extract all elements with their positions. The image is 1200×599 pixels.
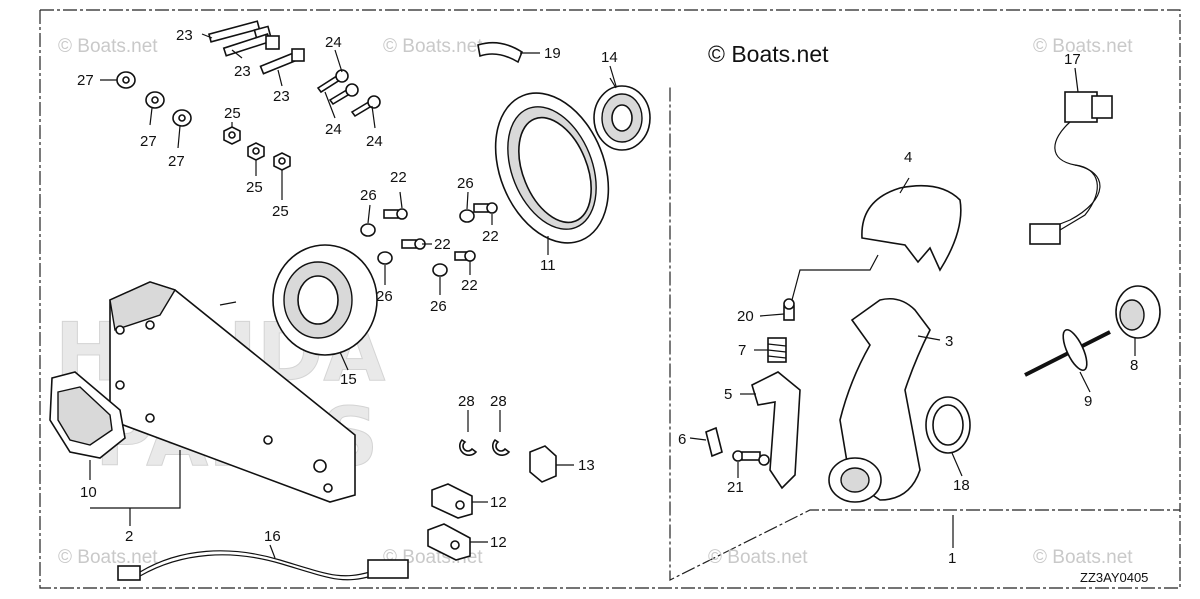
watermark: © Boats.net <box>383 36 483 57</box>
callout-15[interactable]: 15 <box>340 371 357 388</box>
screw-22-a[interactable] <box>383 208 408 220</box>
callout-25[interactable]: 25 <box>246 179 263 196</box>
callout-10[interactable]: 10 <box>80 484 97 501</box>
callout-26[interactable]: 26 <box>457 175 474 192</box>
bolt-23-c[interactable] <box>259 48 305 75</box>
callout-22[interactable]: 22 <box>482 228 499 245</box>
nut-25-b[interactable] <box>247 142 265 161</box>
cap-8[interactable] <box>1115 285 1161 339</box>
callout-18[interactable]: 18 <box>953 477 970 494</box>
callout-12[interactable]: 12 <box>490 534 507 551</box>
clip-19[interactable] <box>477 41 523 64</box>
callout-7[interactable]: 7 <box>738 342 746 359</box>
lever-5[interactable] <box>751 371 801 490</box>
washer-26-b[interactable] <box>377 251 393 265</box>
callout-23[interactable]: 23 <box>176 27 193 44</box>
callout-17[interactable]: 17 <box>1064 51 1081 68</box>
callout-25[interactable]: 25 <box>224 105 241 122</box>
screw-21[interactable] <box>732 450 770 466</box>
callout-27[interactable]: 27 <box>168 153 185 170</box>
callout-27[interactable]: 27 <box>77 72 94 89</box>
callout-12[interactable]: 12 <box>490 494 507 511</box>
nut-25-c[interactable] <box>273 152 291 171</box>
lever-3[interactable] <box>828 297 931 503</box>
callout-22[interactable]: 22 <box>390 169 407 186</box>
spring-7[interactable] <box>767 337 787 363</box>
callout-6[interactable]: 6 <box>678 431 686 448</box>
watermark: © Boats.net <box>58 547 158 568</box>
gear-14[interactable] <box>593 85 651 151</box>
callout-13[interactable]: 13 <box>578 457 595 474</box>
cover-4[interactable] <box>861 184 962 272</box>
screw-22-d[interactable] <box>454 250 476 262</box>
watermark: © Boats.net <box>1033 547 1133 568</box>
callout-11[interactable]: 11 <box>540 257 556 274</box>
callout-28[interactable]: 28 <box>458 393 475 410</box>
callout-22[interactable]: 22 <box>434 236 451 253</box>
callout-labels: 23 23 23 24 24 24 27 27 27 25 25 25 19 1… <box>77 27 1138 567</box>
nut-25-a[interactable] <box>223 126 241 145</box>
washer-27-a[interactable] <box>116 71 136 89</box>
callout-20[interactable]: 20 <box>737 308 754 325</box>
hub-15[interactable] <box>272 244 378 356</box>
callout-8[interactable]: 8 <box>1130 357 1138 374</box>
screw-22-c[interactable] <box>473 202 498 214</box>
callout-23[interactable]: 23 <box>234 63 251 80</box>
copyright-text: © Boats.net <box>708 41 829 67</box>
pad-6[interactable] <box>705 426 723 458</box>
switch-17[interactable] <box>1029 91 1113 245</box>
callout-28[interactable]: 28 <box>490 393 507 410</box>
callout-14[interactable]: 14 <box>601 49 618 66</box>
callout-4[interactable]: 4 <box>904 149 912 166</box>
bracket-12-b[interactable] <box>427 523 471 561</box>
screw-24-c[interactable] <box>350 95 381 118</box>
callout-9[interactable]: 9 <box>1084 393 1092 410</box>
callout-25[interactable]: 25 <box>272 203 289 220</box>
bolt-23-b[interactable] <box>222 32 280 57</box>
screw-24-b[interactable] <box>328 83 359 106</box>
washer-26-c[interactable] <box>459 209 475 223</box>
callout-26[interactable]: 26 <box>430 298 447 315</box>
block-13[interactable] <box>529 445 557 483</box>
washer-27-c[interactable] <box>172 109 192 127</box>
callout-5[interactable]: 5 <box>724 386 732 403</box>
washer-27-b[interactable] <box>145 91 165 109</box>
callout-19[interactable]: 19 <box>544 45 561 62</box>
callout-24[interactable]: 24 <box>325 121 342 138</box>
callout-23[interactable]: 23 <box>273 88 290 105</box>
watermark: © Boats.net <box>708 547 808 568</box>
screw-22-b[interactable] <box>401 238 426 250</box>
watermark: © Boats.net <box>58 36 158 57</box>
cover-10[interactable] <box>49 371 126 459</box>
diagram-code: ZZ3AY0405 <box>1080 570 1148 585</box>
callout-27[interactable]: 27 <box>140 133 157 150</box>
callout-16[interactable]: 16 <box>264 528 281 545</box>
ring-11[interactable] <box>475 76 630 260</box>
washer-26-a[interactable] <box>360 223 376 237</box>
callout-1[interactable]: 1 <box>948 550 956 567</box>
callout-2[interactable]: 2 <box>125 528 133 545</box>
callout-26[interactable]: 26 <box>376 288 393 305</box>
clip-28-a[interactable] <box>459 438 478 456</box>
shaft-9[interactable] <box>1024 327 1111 377</box>
leader-lines <box>89 33 1136 559</box>
callout-26[interactable]: 26 <box>360 187 377 204</box>
callout-22[interactable]: 22 <box>461 277 478 294</box>
callout-21[interactable]: 21 <box>727 479 744 496</box>
assembly-border-left <box>40 9 1181 581</box>
screw-20[interactable] <box>783 298 795 321</box>
harness-16[interactable] <box>117 550 409 581</box>
bracket-12-a[interactable] <box>431 483 473 519</box>
washer-26-d[interactable] <box>432 263 448 277</box>
callout-24[interactable]: 24 <box>325 34 342 51</box>
gasket-18[interactable] <box>925 396 971 454</box>
screw-24-a[interactable] <box>316 69 349 94</box>
housing-2[interactable] <box>109 281 356 503</box>
assembly-border-outer <box>39 10 1181 589</box>
callout-24[interactable]: 24 <box>366 133 383 150</box>
clip-28-b[interactable] <box>492 438 511 456</box>
watermark: © Boats.net <box>1033 36 1133 57</box>
callout-3[interactable]: 3 <box>945 333 953 350</box>
